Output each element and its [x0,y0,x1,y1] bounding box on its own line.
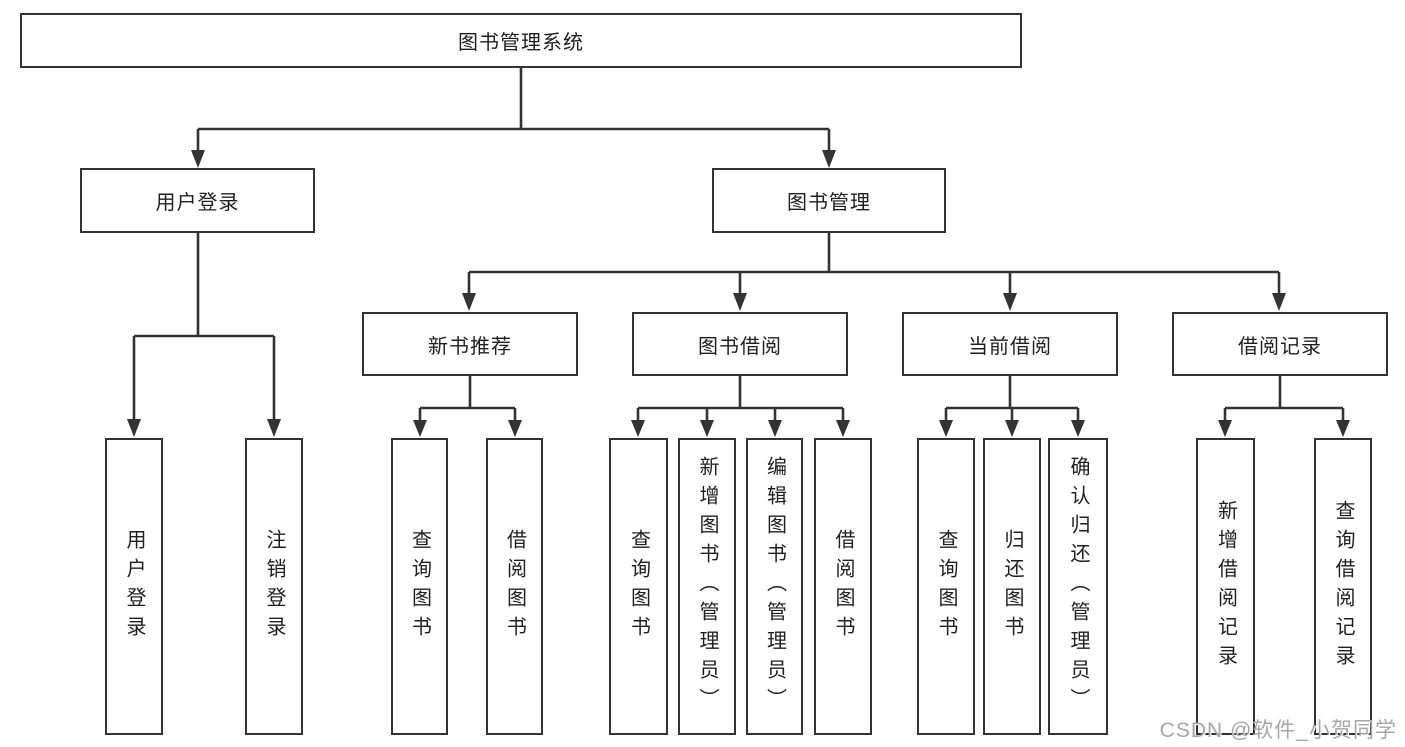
node-borrowing-records: 借阅记录 [1172,312,1388,376]
leaf-add-borrow-record: 新增借阅记录 [1196,438,1255,735]
leaf-add-books-admin-label: 新增图书（管理员） [696,456,718,717]
arrowheads-book-borrowing-children [631,420,850,437]
leaf-query-books-borrowing: 查询图书 [609,438,668,735]
leaf-user-login: 用户登录 [105,438,163,735]
leaf-add-books-admin: 新增图书（管理员） [678,438,736,735]
leaf-confirm-return-admin: 确认归还（管理员） [1048,438,1108,735]
connector-book-borrowing-children [636,376,845,421]
connector-book-management-children [467,233,1281,294]
arrowheads-current-borrowing-children [939,420,1085,437]
leaf-borrow-books-label: 借阅图书 [832,528,854,645]
leaf-edit-books-admin-label: 编辑图书（管理员） [763,456,786,717]
node-borrowing-records-label: 借阅记录 [1238,335,1322,358]
node-user-login-label: 用户登录 [155,192,240,214]
arrowheads-user-login-children [127,419,281,437]
leaf-borrow-books-recommend-label: 借阅图书 [503,528,526,645]
leaf-add-borrow-record-label: 新增借阅记录 [1214,499,1237,674]
csdn-watermark: CSDN @软件_小贺同学 [1159,719,1397,742]
connector-user-login-children [132,233,276,420]
connector-borrowing-records-children [1223,376,1345,421]
connector-current-borrowing-children [944,376,1080,421]
node-new-book-recommend-label: 新书推荐 [428,335,512,358]
node-current-borrowing: 当前借阅 [902,312,1118,376]
leaf-borrow-books: 借阅图书 [814,438,872,735]
node-book-borrowing-label: 图书借阅 [698,335,782,358]
node-user-login: 用户登录 [80,168,315,233]
node-book-management: 图书管理 [712,168,946,233]
arrowheads-borrowing-records-children [1218,420,1350,437]
leaf-query-borrow-record-label: 查询借阅记录 [1332,499,1354,674]
leaf-confirm-return-admin-label: 确认归还（管理员） [1067,456,1089,717]
node-book-borrowing: 图书借阅 [632,312,848,376]
arrowheads-book-management-children [462,293,1286,311]
leaf-query-books-recommend-label: 查询图书 [408,528,431,645]
node-root-system: 图书管理系统 [20,13,1022,68]
leaf-query-books-borrowing-label: 查询图书 [627,528,650,645]
arrowheads-new-book-recommend-children [413,420,522,437]
connector-root-to-level2 [196,68,831,152]
leaf-query-borrow-record: 查询借阅记录 [1314,438,1372,735]
leaf-user-login-label: 用户登录 [123,528,145,645]
leaf-query-books-current: 查询图书 [917,438,975,735]
node-root-label: 图书管理系统 [458,32,584,54]
leaf-borrow-books-recommend: 借阅图书 [486,438,543,735]
node-book-management-label: 图书管理 [787,192,871,214]
leaf-return-books: 归还图书 [983,438,1041,735]
leaf-edit-books-admin: 编辑图书（管理员） [746,438,803,735]
node-new-book-recommend: 新书推荐 [362,312,578,376]
arrowheads-level2 [191,150,836,168]
leaf-query-books-recommend: 查询图书 [391,438,448,735]
leaf-return-books-label: 归还图书 [1001,528,1023,645]
leaf-query-books-current-label: 查询图书 [935,528,957,645]
leaf-logout-label: 注销登录 [263,528,285,645]
leaf-logout: 注销登录 [245,438,303,735]
connector-new-book-recommend-children [418,376,517,421]
node-current-borrowing-label: 当前借阅 [968,335,1052,358]
